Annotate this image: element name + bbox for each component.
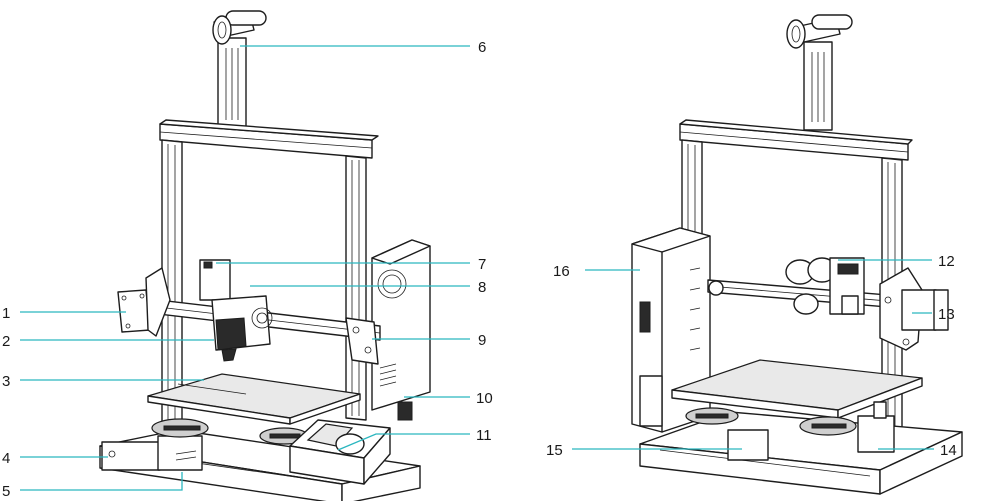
callout-4: 4 bbox=[2, 450, 10, 467]
heated-bed-front bbox=[147, 373, 361, 425]
printer-back-view bbox=[631, 14, 963, 495]
heated-bed-back bbox=[671, 359, 923, 419]
spool-holder-back bbox=[786, 14, 853, 131]
callout-14: 14 bbox=[940, 442, 957, 459]
callout-15: 15 bbox=[546, 442, 563, 459]
leader-5 bbox=[20, 472, 183, 491]
callout-numbers: 1 2 3 4 5 6 7 8 9 10 11 12 13 14 15 16 bbox=[2, 39, 957, 500]
power-supply-back bbox=[631, 227, 711, 433]
callout-6: 6 bbox=[478, 39, 486, 56]
callout-5: 5 bbox=[2, 483, 10, 500]
z-motor-back bbox=[879, 267, 949, 351]
printer-front-view bbox=[99, 10, 431, 501]
power-supply-front bbox=[371, 239, 431, 421]
callout-8: 8 bbox=[478, 279, 486, 296]
leader-11 bbox=[337, 433, 470, 451]
print-head-front bbox=[199, 259, 273, 362]
base-frame-back bbox=[639, 401, 963, 495]
callout-16: 16 bbox=[553, 263, 570, 280]
control-box-front bbox=[289, 419, 391, 485]
callout-12: 12 bbox=[938, 253, 955, 270]
extruder-back bbox=[785, 257, 865, 315]
callout-3: 3 bbox=[2, 373, 10, 390]
spool-holder-front bbox=[212, 10, 267, 129]
callout-10: 10 bbox=[476, 390, 493, 407]
callout-7: 7 bbox=[478, 256, 486, 273]
callout-9: 9 bbox=[478, 332, 486, 349]
callout-11: 11 bbox=[476, 427, 492, 444]
x-motor-front bbox=[117, 267, 171, 337]
leader-lines bbox=[20, 45, 934, 491]
callout-13: 13 bbox=[938, 306, 955, 323]
callout-2: 2 bbox=[2, 333, 10, 350]
callout-1: 1 bbox=[2, 305, 10, 322]
